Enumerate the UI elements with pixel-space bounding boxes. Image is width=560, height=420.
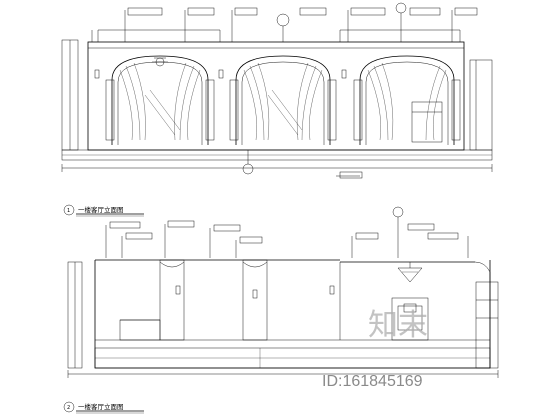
bottom-elevation-title-block: 2 一楼客厅立面图 xyxy=(63,401,144,414)
bottom-wall-frame xyxy=(67,259,499,378)
top-elevation-number: 1 xyxy=(67,208,70,214)
top-elevation-title: 一楼客厅立面图 xyxy=(78,205,124,214)
chandelier xyxy=(397,262,423,283)
watermark: 知末 ID:161845169 xyxy=(322,308,428,390)
arch-3 xyxy=(353,55,461,145)
bottom-label-tags xyxy=(105,206,469,258)
watermark-brand: 知末 xyxy=(368,308,428,343)
top-wall-frame xyxy=(61,29,493,172)
watermark-id: ID:161845169 xyxy=(322,373,423,390)
arch-2 xyxy=(229,55,337,145)
bottom-elevation-number: 2 xyxy=(67,405,70,411)
arch-1 xyxy=(105,55,215,145)
elevation-bottom: 2 一楼客厅立面图 xyxy=(63,206,499,414)
wall-sconces-bottom xyxy=(175,285,335,299)
elevation-top: 1 一楼客厅立面图 xyxy=(61,2,493,217)
section-marker-top xyxy=(242,150,363,179)
fireplace xyxy=(391,297,429,341)
top-elevation-title-block: 1 一楼客厅立面图 xyxy=(63,204,144,217)
top-label-tags xyxy=(124,2,478,42)
wall-sconces-top xyxy=(94,69,347,79)
bottom-elevation-title: 一楼客厅立面图 xyxy=(78,402,124,411)
